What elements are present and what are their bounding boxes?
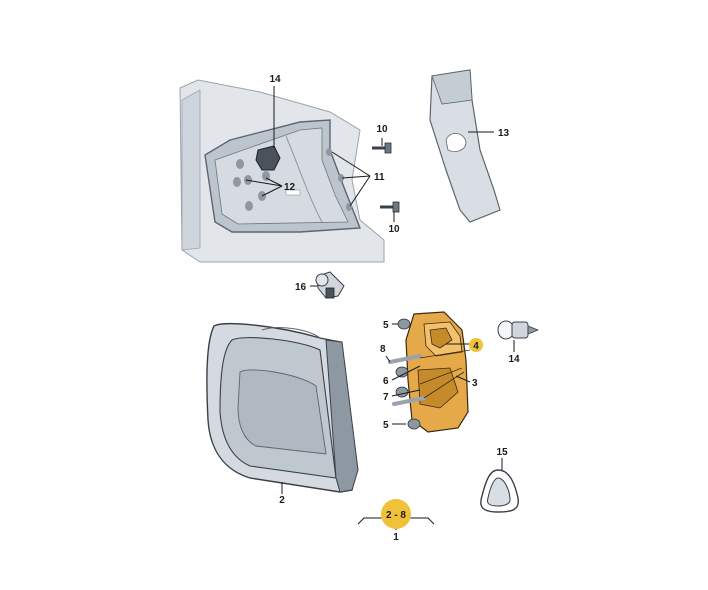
callout-5-bottom: 5 — [383, 420, 389, 431]
callout-4: 4 — [473, 341, 479, 352]
callout-10-top: 10 — [376, 124, 388, 135]
gasket-15 — [480, 469, 519, 513]
callout-8: 8 — [380, 344, 386, 355]
bulb-8 — [388, 354, 422, 364]
callout-1: 1 — [393, 532, 399, 543]
bulb-14 — [497, 320, 540, 340]
callout-14-right: 14 — [508, 354, 520, 365]
callout-3: 3 — [472, 378, 478, 389]
screw-10-bottom — [380, 201, 400, 213]
rear-body-panel — [179, 79, 385, 263]
panel-hole — [233, 177, 241, 187]
callout-6: 6 — [383, 376, 389, 387]
callout-11: 11 — [374, 172, 385, 183]
callout-2: 2 — [279, 495, 285, 506]
bulb-7 — [392, 396, 426, 406]
callout-16: 16 — [295, 282, 307, 293]
plug-16 — [315, 271, 345, 299]
socket — [395, 386, 409, 398]
callout-13: 13 — [498, 128, 510, 139]
callout-14-top: 14 — [269, 74, 281, 85]
callout-5-top: 5 — [383, 320, 389, 331]
panel-hole — [245, 201, 253, 211]
panel-hole — [338, 174, 344, 182]
socket — [407, 418, 421, 430]
bulb-holder — [388, 311, 471, 433]
panel-hole — [326, 148, 332, 156]
highlight-marker-4 — [469, 338, 483, 352]
panel-hole — [236, 159, 244, 169]
screw-10-top — [372, 142, 392, 154]
callout-7: 7 — [383, 392, 389, 403]
callout-15: 15 — [496, 447, 508, 458]
socket — [397, 318, 411, 330]
callout-2-8: 2 - 8 — [386, 510, 406, 521]
callout-labels: 14 10 13 11 12 10 16 5 4 14 8 6 3 7 5 15… — [269, 74, 520, 543]
callout-12: 12 — [284, 182, 296, 193]
trim-panel-hole — [445, 133, 467, 152]
trim-panel — [429, 69, 501, 223]
callout-10-bottom: 10 — [388, 224, 400, 235]
highlight-marker-2-8 — [381, 499, 411, 529]
tail-lamp — [206, 322, 359, 493]
